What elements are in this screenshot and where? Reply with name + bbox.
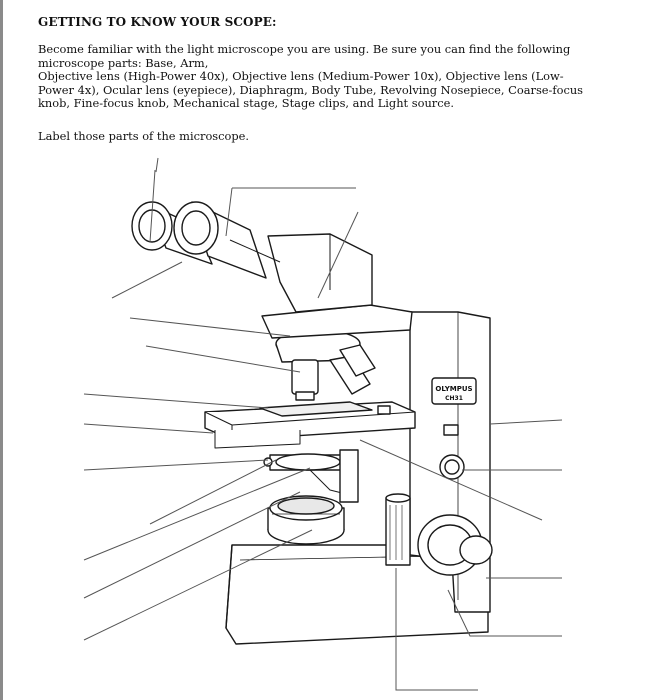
paragraph-line: knob, Fine-focus knob, Mechanical stage,… — [38, 96, 454, 111]
page-edge — [0, 0, 3, 700]
substage-condenser — [263, 449, 359, 503]
label-line — [83, 459, 269, 471]
paragraph-line: Power 4x), Ocular lens (eyepiece), Diaph… — [38, 82, 584, 97]
objective-lens-high — [339, 344, 376, 377]
paragraph-line: Objective lens (High-Power 40x), Objecti… — [38, 69, 564, 84]
label-line — [145, 345, 301, 373]
label-line — [447, 589, 562, 637]
fine-focus-knob — [385, 493, 411, 566]
label-line — [83, 393, 269, 409]
label-line — [359, 439, 543, 521]
label-line — [395, 568, 478, 691]
light-source — [267, 495, 345, 545]
ocular-lens-eyepiece — [131, 201, 281, 279]
label-leader-lines — [83, 157, 563, 691]
label-line — [149, 459, 277, 525]
brand-logo: OLYMPUS — [435, 385, 472, 393]
label-line — [83, 423, 214, 434]
objective-lens-low — [291, 359, 319, 401]
coarse-focus-knob — [417, 514, 493, 576]
paragraph-line: microscope parts: Base, Arm, — [38, 55, 209, 70]
label-line — [489, 419, 563, 425]
label-line — [111, 261, 183, 299]
label-line — [83, 529, 313, 641]
label-line — [317, 211, 359, 299]
label-line — [83, 491, 301, 599]
mechanical-stage — [204, 401, 416, 449]
instructions-paragraph: Become familiar with the light microscop… — [38, 42, 618, 111]
worksheet-heading: GETTING TO KNOW YOUR SCOPE: — [38, 15, 277, 29]
model-label: CH31 — [445, 395, 463, 402]
label-instruction: Label those parts of the microscope. — [38, 129, 250, 143]
label-line — [149, 157, 159, 243]
body-tube — [261, 233, 413, 339]
label-line — [83, 467, 311, 561]
label-line — [129, 317, 291, 337]
paragraph-line: Become familiar with the light microscop… — [38, 42, 571, 56]
label-line — [225, 187, 356, 237]
